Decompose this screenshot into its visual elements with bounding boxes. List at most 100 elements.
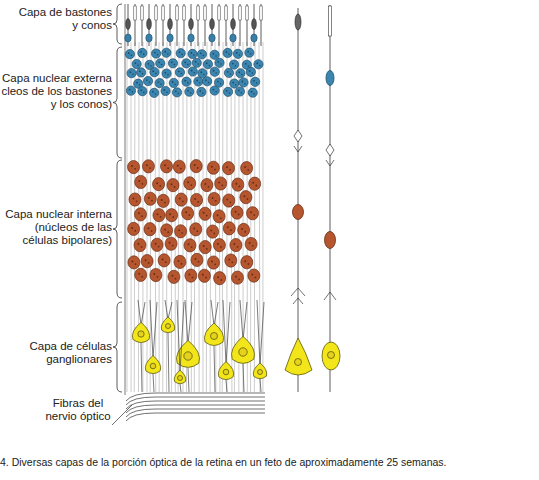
- chromatin-dot: [178, 70, 180, 72]
- chromatin-dot: [220, 83, 222, 85]
- chromatin-dot: [138, 243, 140, 245]
- chromatin-dot: [184, 61, 186, 63]
- chromatin-dot: [241, 228, 243, 230]
- chromatin-dot: [151, 230, 153, 232]
- bipolar-nucleus: [207, 225, 219, 238]
- chromatin-dot: [232, 82, 234, 84]
- chromatin-dot: [226, 51, 228, 53]
- dendrite-line: [188, 302, 192, 344]
- chromatin-dot: [150, 65, 152, 67]
- chromatin-dot: [187, 243, 189, 245]
- chromatin-dot: [194, 258, 196, 260]
- chromatin-dot: [155, 93, 157, 95]
- ganglion-cell: [161, 317, 174, 333]
- chromatin-dot: [208, 82, 210, 84]
- outer-nucleus: [215, 58, 224, 67]
- rod-segment: [329, 6, 332, 36]
- bipolar-nucleus: [128, 160, 140, 173]
- chromatin-dot: [167, 53, 169, 55]
- chromatin-dot: [250, 53, 252, 55]
- bipolar-nucleus: [201, 178, 213, 191]
- bipolar-nucleus: [231, 271, 243, 284]
- outer-nucleus: [182, 77, 191, 86]
- photoreceptor-line: [177, 4, 178, 46]
- ganglion-nucleus: [223, 369, 229, 375]
- chromatin-dot: [226, 199, 228, 201]
- ganglion-cell: [204, 323, 223, 346]
- bipolar-nucleus: [168, 270, 180, 283]
- chromatin-dot: [179, 51, 181, 53]
- ganglion-nucleus: [166, 324, 171, 329]
- outer-nucleus: [162, 69, 171, 78]
- bipolar-nucleus: [223, 162, 235, 175]
- outer-nucleus: [156, 59, 165, 68]
- chromatin-dot: [179, 198, 181, 200]
- chromatin-dot: [136, 82, 138, 84]
- dendrite-line: [240, 300, 243, 340]
- chromatin-dot: [226, 90, 228, 92]
- chromatin-dot: [134, 168, 136, 170]
- chromatin-dot: [172, 81, 174, 83]
- chromatin-dot: [141, 276, 143, 278]
- chromatin-dot: [155, 73, 157, 75]
- axon-line: [180, 384, 181, 392]
- chromatin-dot: [148, 197, 150, 199]
- chromatin-dot: [140, 89, 142, 91]
- bipolar-nucleus: [157, 194, 169, 207]
- chromatin-dot: [184, 80, 186, 82]
- chromatin-dot: [159, 185, 161, 187]
- chromatin-dot: [238, 90, 240, 92]
- chromatin-dot: [200, 52, 202, 54]
- photoreceptor-line: [163, 4, 164, 46]
- outer-nucleus: [223, 87, 232, 96]
- cone-segment: [147, 19, 152, 30]
- photoreceptor-line: [219, 4, 220, 46]
- chromatin-dot: [220, 217, 222, 219]
- chromatin-dot: [221, 184, 223, 186]
- chromatin-dot: [251, 72, 253, 74]
- chromatin-dot: [212, 197, 214, 199]
- outer-nucleus: [210, 67, 219, 76]
- chromatin-dot: [217, 243, 219, 245]
- chromatin-dot: [147, 63, 149, 65]
- outer-nucleus: [236, 69, 245, 78]
- chromatin-dot: [139, 71, 141, 73]
- bipolar-nucleus: [158, 254, 170, 267]
- chromatin-dot: [191, 70, 193, 72]
- bipolar-nucleus: [190, 223, 202, 236]
- chromatin-dot: [167, 231, 169, 233]
- chromatin-dot: [236, 52, 238, 54]
- chromatin-dot: [218, 181, 220, 183]
- chromatin-dot: [243, 195, 245, 197]
- chromatin-dot: [197, 201, 199, 203]
- bipolar-nucleus: [184, 177, 196, 190]
- photoreceptor-line: [198, 4, 199, 46]
- chromatin-dot: [253, 93, 255, 95]
- outer-nucleus: [168, 59, 177, 68]
- chromatin-dot: [152, 70, 154, 72]
- outer-nucleus: [182, 59, 191, 68]
- chromatin-dot: [138, 273, 140, 275]
- chromatin-dot: [161, 64, 163, 66]
- chromatin-dot: [141, 183, 143, 185]
- bipolar-nucleus: [161, 224, 173, 237]
- bipolar-nucleus: [241, 162, 253, 175]
- outer-nucleus: [229, 60, 238, 69]
- chromatin-dot: [247, 198, 249, 200]
- chromatin-dot: [209, 65, 211, 67]
- chromatin-dot: [169, 213, 171, 215]
- outer-nucleus: [162, 48, 171, 57]
- chromatin-dot: [199, 90, 201, 92]
- outer-nucleus: [198, 69, 207, 78]
- outer-nucleus: [192, 58, 201, 67]
- chromatin-dot: [241, 92, 243, 94]
- chromatin-dot: [158, 246, 160, 248]
- chromatin-dot: [181, 54, 183, 56]
- outer-nucleus: [210, 50, 219, 59]
- dendrite-line: [180, 302, 184, 372]
- chromatin-dot: [187, 64, 189, 66]
- cone-nucleus: [251, 34, 257, 42]
- chromatin-dot: [187, 181, 189, 183]
- chromatin-dot: [231, 261, 233, 263]
- chromatin-dot: [255, 185, 257, 187]
